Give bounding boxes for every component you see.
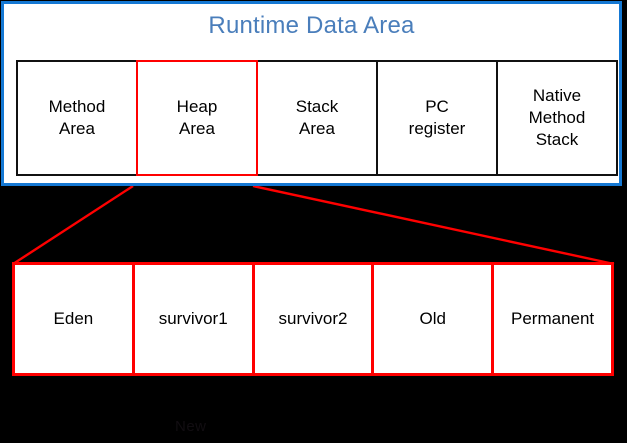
runtime-data-area-row: Method Area Heap Area Stack Area PC regi… xyxy=(16,60,618,176)
memory-area-label: Stack Area xyxy=(295,97,339,138)
runtime-data-area-panel: Runtime Data Area Method Area Heap Area … xyxy=(1,1,622,186)
heap-detail-row: Eden survivor1 survivor2 Old Permanent xyxy=(12,262,614,376)
memory-area-stack[interactable]: Stack Area xyxy=(256,60,378,176)
heap-region-survivor2[interactable]: survivor2 xyxy=(251,262,375,376)
heap-region-survivor1[interactable]: survivor1 xyxy=(131,262,255,376)
watermark-text: New xyxy=(175,418,207,435)
memory-area-label: PC register xyxy=(408,97,466,138)
memory-area-heap[interactable]: Heap Area xyxy=(136,60,258,176)
heap-region-label: Eden xyxy=(53,309,94,328)
memory-area-native-method-stack[interactable]: Native Method Stack xyxy=(496,60,618,176)
heap-region-label: Permanent xyxy=(511,309,595,328)
memory-area-pc-register[interactable]: PC register xyxy=(376,60,498,176)
connector-line-right xyxy=(252,186,615,266)
heap-region-old[interactable]: Old xyxy=(371,262,495,376)
heap-region-permanent[interactable]: Permanent xyxy=(491,262,614,376)
connector-line-left xyxy=(12,186,134,266)
memory-area-label: Heap Area xyxy=(176,97,218,138)
heap-region-label: survivor1 xyxy=(158,309,228,328)
heap-expansion-connector-band xyxy=(0,186,627,266)
page-title: Runtime Data Area xyxy=(208,12,415,39)
heap-region-label: survivor2 xyxy=(278,309,348,328)
heap-region-label: Old xyxy=(419,309,447,328)
memory-area-label: Native Method Stack xyxy=(528,86,586,149)
heap-region-eden[interactable]: Eden xyxy=(12,262,135,376)
memory-area-label: Method Area xyxy=(48,97,106,138)
connector-lines xyxy=(12,186,615,266)
memory-area-method[interactable]: Method Area xyxy=(16,60,138,176)
